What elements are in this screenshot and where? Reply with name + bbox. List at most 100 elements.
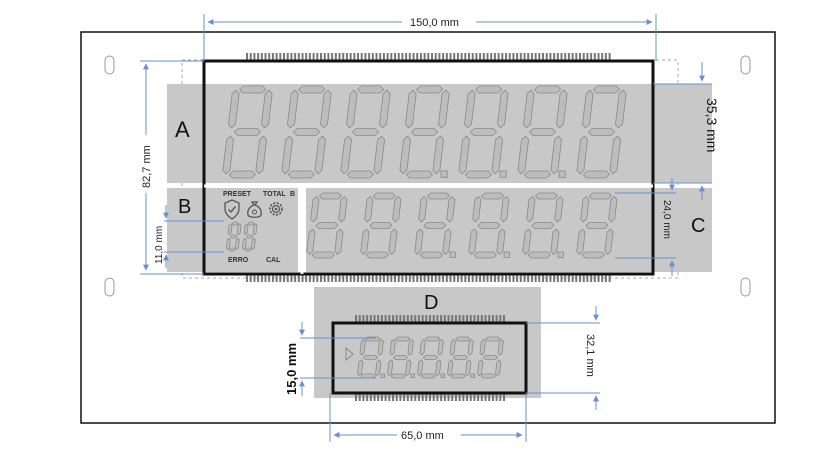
pin (371, 275, 374, 282)
pin (358, 315, 361, 322)
segment (497, 89, 509, 129)
pin (503, 315, 506, 322)
segment (455, 336, 471, 342)
pin (538, 275, 541, 282)
pin (549, 53, 552, 60)
segment (523, 170, 551, 179)
segment (556, 89, 568, 129)
segment (320, 89, 332, 129)
segment (357, 359, 364, 377)
mount-slot-tl (104, 55, 115, 75)
pin (556, 275, 559, 282)
pin (275, 53, 278, 60)
segment (387, 359, 394, 377)
pin (436, 315, 439, 322)
pin (456, 53, 459, 60)
segment (554, 196, 564, 223)
pin (403, 394, 406, 401)
segment (464, 89, 476, 129)
indicator-erro: ERRO (228, 257, 249, 264)
pin (519, 53, 522, 60)
pin (429, 315, 432, 322)
pin (564, 275, 567, 282)
pin (408, 53, 411, 60)
segment (480, 373, 496, 379)
pin (249, 53, 252, 60)
pin (604, 53, 607, 60)
region-b-shade (167, 188, 298, 272)
dim-section-d-width: 65,0 mm (401, 430, 444, 442)
pin (257, 53, 260, 60)
pin (338, 275, 341, 282)
pin (590, 53, 593, 60)
pin (495, 315, 498, 322)
pin (279, 53, 282, 60)
segment (477, 359, 484, 377)
segment (528, 128, 557, 136)
pin (355, 394, 358, 401)
segment (479, 338, 486, 356)
digit-d (387, 336, 415, 379)
pin (468, 275, 471, 282)
pin (320, 275, 323, 282)
pin (390, 275, 393, 282)
pin (395, 315, 398, 322)
pin (384, 394, 387, 401)
segment (405, 89, 417, 129)
digit-c (306, 192, 348, 259)
segment (362, 355, 379, 360)
segment (261, 89, 273, 129)
segment (351, 128, 380, 136)
pin (423, 53, 426, 60)
pin (449, 53, 452, 60)
pin (575, 53, 578, 60)
pin (443, 315, 446, 322)
pin (362, 394, 365, 401)
pin (283, 275, 286, 282)
segment (450, 373, 466, 379)
pin (501, 275, 504, 282)
digit-a (340, 85, 391, 179)
pin (297, 275, 300, 282)
segment (438, 89, 450, 129)
section-label-a: A (175, 117, 190, 142)
pin (334, 275, 337, 282)
pin (331, 53, 334, 60)
segment (287, 170, 315, 179)
pin (593, 275, 596, 282)
pin (334, 53, 337, 60)
pin (458, 394, 461, 401)
pin (597, 53, 600, 60)
segment (472, 196, 482, 223)
pin (380, 394, 383, 401)
pin (358, 394, 361, 401)
pin (488, 315, 491, 322)
segment (244, 247, 252, 252)
pin (425, 394, 428, 401)
pin (253, 275, 256, 282)
segment (346, 89, 358, 129)
pin (384, 315, 387, 322)
pin (473, 394, 476, 401)
segment (581, 251, 605, 259)
segment (449, 338, 456, 356)
segment (414, 228, 424, 255)
segment (364, 196, 374, 223)
decimal-point (410, 373, 415, 378)
pin (406, 394, 409, 401)
pin (438, 53, 441, 60)
segment (246, 234, 254, 239)
segment (377, 338, 384, 356)
pin (253, 53, 256, 60)
pin (579, 275, 582, 282)
pin (397, 53, 400, 60)
segment (228, 247, 236, 252)
segment (491, 135, 504, 175)
pin (279, 275, 282, 282)
pin (451, 315, 454, 322)
segment (338, 196, 348, 223)
pin (486, 275, 489, 282)
segment (310, 196, 320, 223)
pin (508, 53, 511, 60)
segment (255, 135, 268, 175)
